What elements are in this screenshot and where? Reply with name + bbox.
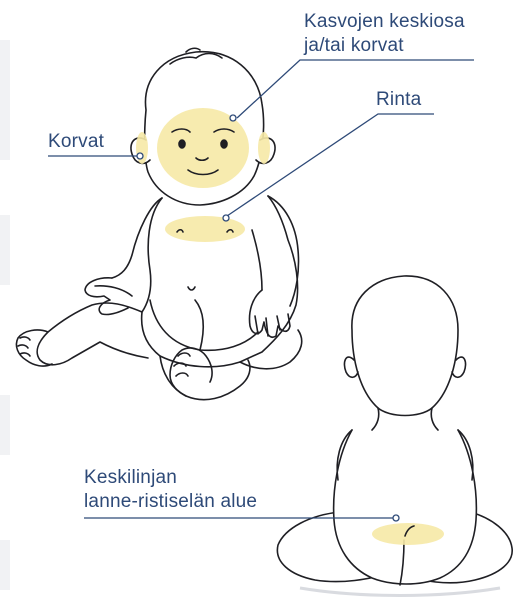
face-leader-line	[237, 60, 474, 118]
lumbosacral-label-line-1: Keskilinjan	[84, 466, 257, 490]
ears-leader-dot	[137, 153, 143, 159]
right-eye	[221, 140, 227, 148]
face-center-label: Kasvojen keskiosa ja/tai korvat	[304, 10, 465, 58]
front-baby-figure	[16, 196, 301, 400]
lumbosacral-highlight	[372, 523, 444, 545]
lumbosacral-leader-dot	[393, 515, 399, 521]
face-leader-dot	[230, 115, 236, 121]
lumbosacral-label-line-2: lanne-ristiselän alue	[84, 490, 257, 514]
face-center-label-line-1: Kasvojen keskiosa	[304, 10, 465, 34]
left-ear-highlight	[136, 132, 148, 164]
left-eye	[179, 140, 185, 148]
ground-shadow	[300, 588, 500, 596]
chest-leader-dot	[223, 215, 229, 221]
ears-label-text: Korvat	[48, 130, 104, 154]
lumbosacral-label: Keskilinjan lanne-ristiselän alue	[84, 466, 257, 514]
face-center-label-line-2: ja/tai korvat	[304, 34, 465, 58]
chest-label: Rinta	[376, 88, 421, 112]
chest-label-text: Rinta	[376, 88, 421, 112]
right-ear-highlight	[258, 132, 270, 164]
ears-label: Korvat	[48, 130, 104, 154]
chest-highlight	[165, 216, 245, 242]
